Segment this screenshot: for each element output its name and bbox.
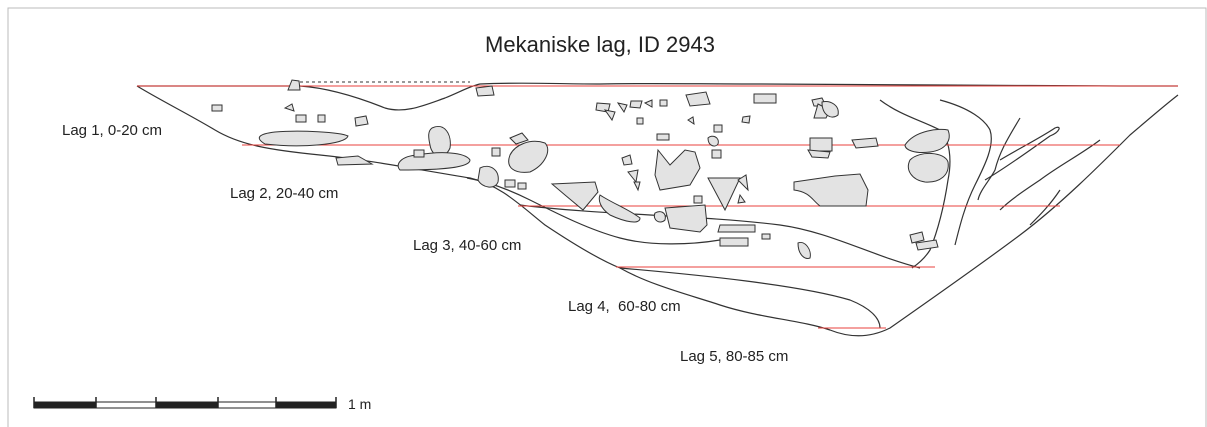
scale-bar-segment: [156, 402, 218, 408]
layer-label-2: Lag 2, 20-40 cm: [230, 185, 338, 202]
pit-outline: [136, 81, 1179, 337]
scale-bar-segment: [34, 402, 96, 408]
layer-label-3: Lag 3, 40-60 cm: [413, 237, 521, 254]
scale-bar-segment: [276, 402, 336, 408]
layer-boundaries: [137, 85, 1178, 329]
layer-label-4: Lag 4, 60-80 cm: [568, 298, 681, 315]
stones: [211, 79, 950, 259]
scale-bar-label: 1 m: [348, 396, 371, 412]
scale-bar: 1 m: [33, 396, 371, 412]
layer-label-5: Lag 5, 80-85 cm: [680, 348, 788, 365]
diagram-title: Mekaniske lag, ID 2943: [485, 32, 715, 57]
layer-label-1: Lag 1, 0-20 cm: [62, 122, 162, 139]
frame-border: [7, 7, 1207, 427]
